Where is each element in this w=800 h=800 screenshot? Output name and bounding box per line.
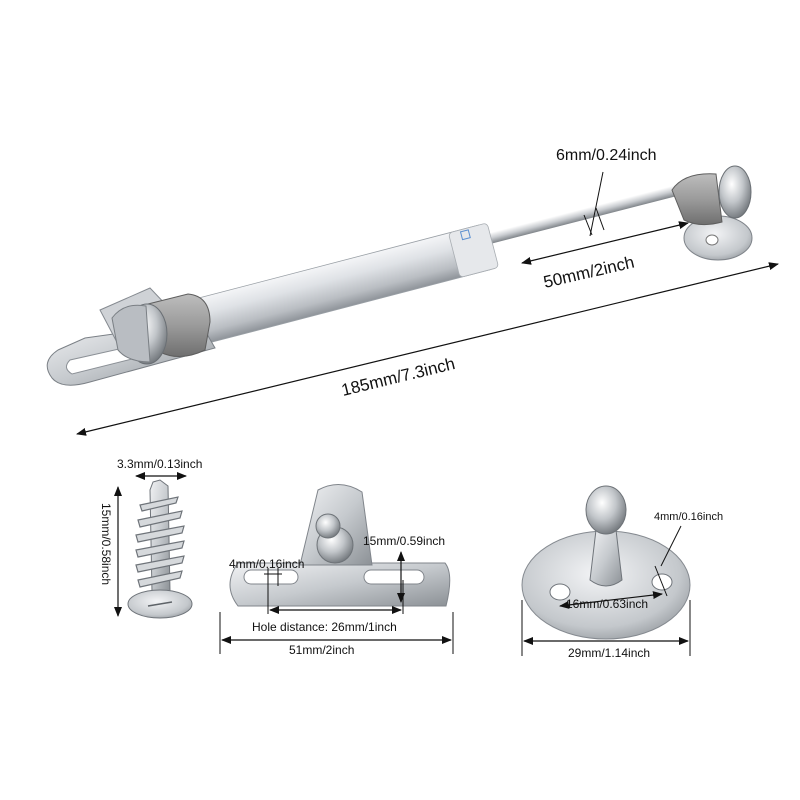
screw — [127, 479, 193, 619]
mount-diameter-label: 29mm/1.14inch — [568, 646, 650, 660]
mount-hole-label: 4mm/0.16inch — [654, 511, 723, 523]
screw-length-dimension: 15mm/0.58inch — [99, 486, 122, 617]
total-length-label: 185mm/7.3inch — [339, 354, 456, 400]
mount-diameter-dimension: 29mm/1.14inch — [521, 600, 691, 660]
rod-diameter-label: 6mm/0.24inch — [556, 147, 657, 164]
bracket-slot-left — [243, 569, 299, 585]
bracket-hole-label: 4mm/0.16inch — [229, 557, 304, 571]
stroke-label: 50mm/2inch — [542, 253, 637, 292]
screw-diameter-label: 3.3mm/0.13inch — [117, 457, 202, 471]
bracket-width-dimension: 51mm/2inch — [219, 612, 454, 657]
slotted-bracket — [229, 484, 451, 607]
bracket-slot-right — [363, 569, 425, 585]
label-mark — [459, 229, 471, 241]
mount-hole-right — [651, 573, 673, 591]
screw-length-label: 15mm/0.58inch — [99, 503, 113, 585]
bracket-width-label: 51mm/2inch — [289, 643, 354, 657]
right-end-cap — [671, 165, 753, 261]
piston-rod — [470, 182, 687, 249]
hole-distance-dimension: Hole distance: 26mm/1inch — [252, 580, 404, 634]
screw-thread — [135, 496, 185, 588]
screw-diameter-dimension: 3.3mm/0.13inch — [117, 457, 202, 480]
mount-hole-spacing-dimension: 16mm/0.63inch — [559, 591, 663, 611]
hole-distance-label: Hole distance: 26mm/1inch — [252, 620, 397, 634]
mount-hole-spacing-label: 16mm/0.63inch — [566, 597, 648, 611]
bracket-hole-dimension: 4mm/0.16inch — [229, 557, 304, 586]
bracket-height-dimension: 15mm/0.59inch — [363, 534, 445, 603]
mount-hole-dimension: 4mm/0.16inch — [654, 511, 723, 597]
gas-strut — [46, 165, 753, 386]
bracket-height-label: 15mm/0.59inch — [363, 534, 445, 548]
cylinder-tube — [194, 223, 499, 343]
ball-stud-mount — [521, 485, 691, 640]
stroke-dimension: 50mm/2inch — [521, 221, 689, 292]
